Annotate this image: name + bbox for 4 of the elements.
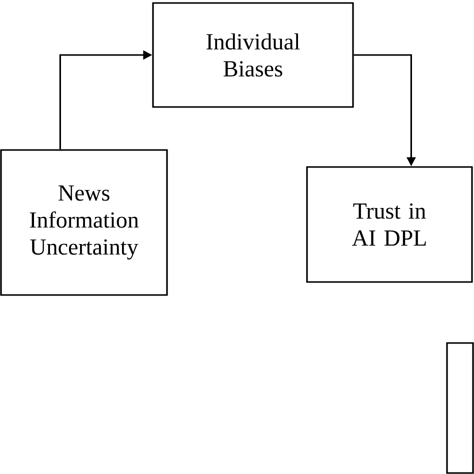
empty-box (446, 342, 474, 474)
process-box: Individual Biases (152, 2, 354, 108)
process-box: Trust in AI DPL (306, 166, 473, 283)
process-box: News Information Uncertainty (0, 149, 168, 296)
